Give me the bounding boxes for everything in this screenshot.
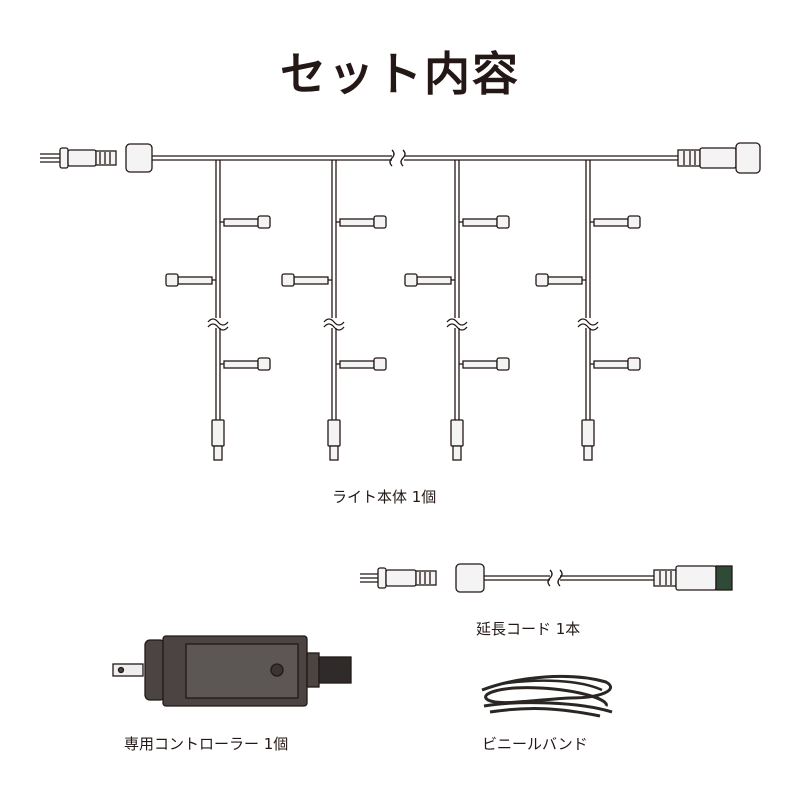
strand-end-cap [450,419,464,447]
light-output-connector [677,142,761,174]
led-bulb [590,215,641,229]
controller-label: 専用コントローラー 1個 [124,735,289,753]
extension-cord-label: 延長コード 1本 [476,620,581,638]
led-bulb [336,215,387,229]
light-strand [535,160,641,461]
vinyl-band [481,675,613,718]
light-strands [165,160,641,461]
page-title: セット内容 [280,47,520,101]
vinyl-band-label: ビニールバンド [482,735,588,753]
light-input-plug [40,143,153,173]
light-strand [165,160,271,461]
light-string-label: ライト本体 1個 [332,488,437,506]
led-bulb [165,273,216,287]
led-bulb [459,357,510,371]
led-bulb [220,215,271,229]
light-strand [404,160,510,461]
controller [112,635,352,707]
light-string-main-cable [152,149,680,167]
strand-end-cap [327,419,341,447]
led-bulb [281,273,332,287]
led-bulb [535,273,586,287]
extension-cord [360,563,733,593]
led-bulb [336,357,387,371]
led-bulb [404,273,455,287]
led-bulb [220,357,271,371]
strand-end-cap [211,419,225,447]
strand-end-cap [581,419,595,447]
led-bulb [459,215,510,229]
led-bulb [590,357,641,371]
light-strand [281,160,387,461]
